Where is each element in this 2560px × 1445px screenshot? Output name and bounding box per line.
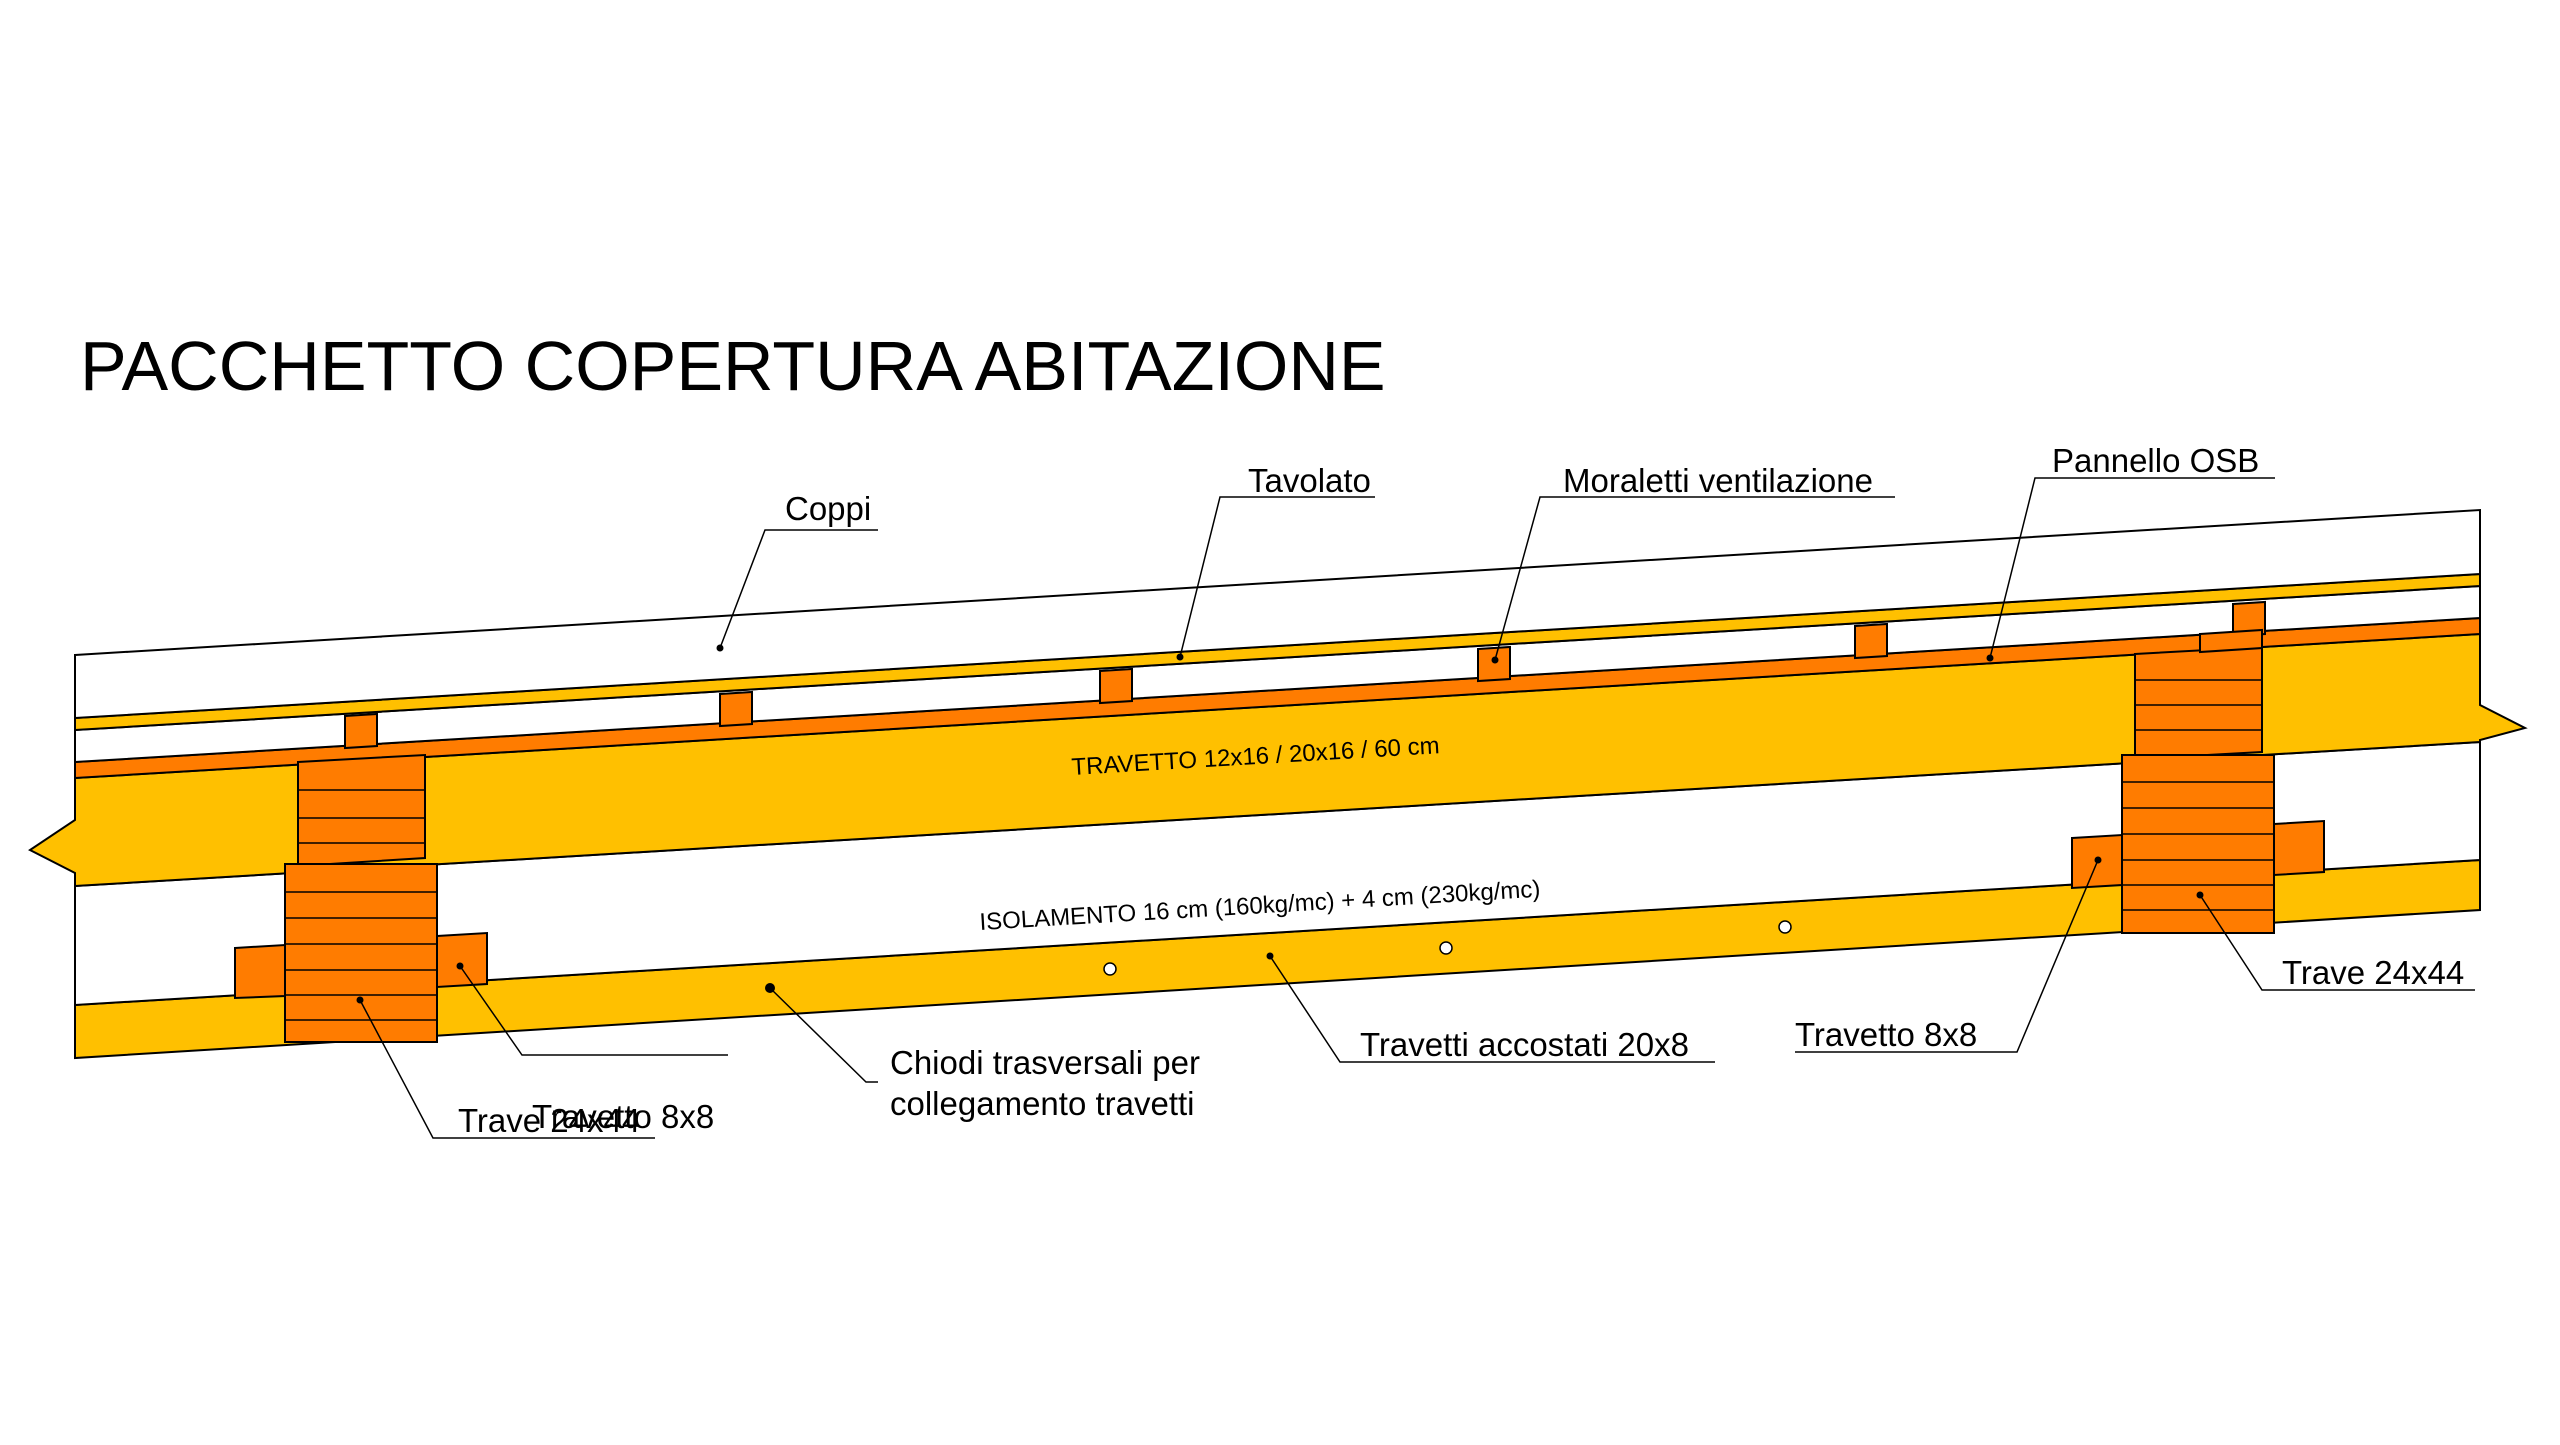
trave-right xyxy=(2121,645,2275,934)
label-osb: Pannello OSB xyxy=(2052,442,2259,479)
travetto-main-beam xyxy=(28,632,2528,888)
page-title: PACCHETTO COPERTURA ABITAZIONE xyxy=(80,327,1386,405)
moraletto-2 xyxy=(719,690,753,728)
label-trave-left: Trave 24x44 xyxy=(458,1102,640,1139)
travetto-8x8-left-a xyxy=(234,943,286,1000)
nail-markers xyxy=(1103,920,1792,976)
leader-lines xyxy=(359,477,2475,1139)
label-moraletti: Moraletti ventilazione xyxy=(1563,462,1873,499)
coppi-layer xyxy=(74,508,2481,720)
label-chiodi-line1: Chiodi trasversali per xyxy=(890,1044,1200,1081)
label-travetti-accostati: Travetti accostati 20x8 xyxy=(1360,1026,1689,1063)
trave-left xyxy=(284,753,438,1043)
moraletto-6 xyxy=(2232,600,2266,638)
moraletto-3 xyxy=(1099,667,1133,705)
label-chiodi-line2: collegamento travetti xyxy=(890,1085,1195,1122)
moraletto-5 xyxy=(1854,622,1888,660)
label-coppi: Coppi xyxy=(785,490,871,527)
leader-dots xyxy=(356,644,2204,1004)
label-travetto-8x8-left: Travetto 8x8 xyxy=(532,1098,714,1135)
moraletti-blocks xyxy=(344,600,2266,750)
moraletto-1 xyxy=(344,712,378,750)
label-trave-right: Trave 24x44 xyxy=(2282,954,2464,991)
label-travetto-8x8-right: Travetto 8x8 xyxy=(1795,1016,1977,1053)
travetto-8x8-right-b xyxy=(2273,819,2325,877)
moraletto-4 xyxy=(1477,645,1511,683)
label-tavolato: Tavolato xyxy=(1248,462,1371,499)
travetto-8x8-left-b xyxy=(436,931,488,989)
trave-right-cap xyxy=(2199,628,2263,654)
